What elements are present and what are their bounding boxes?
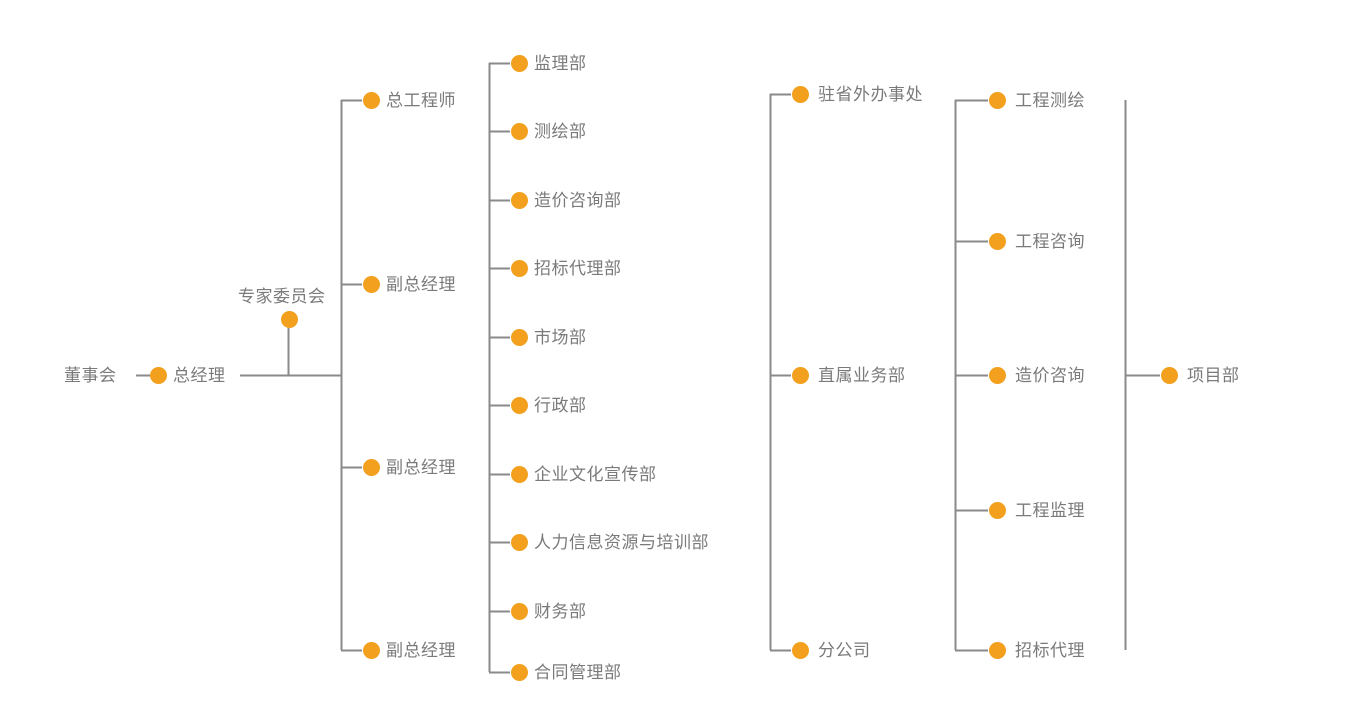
node-dot-department-7[interactable]: [511, 466, 528, 483]
node-label-service-4[interactable]: 工程监理: [1015, 501, 1085, 520]
node-dot-department-8[interactable]: [511, 534, 528, 551]
node-dot-department-5[interactable]: [511, 329, 528, 346]
node-dot-expert-committee[interactable]: [281, 311, 298, 328]
node-dot-service-2[interactable]: [989, 233, 1006, 250]
node-label-business-unit-3[interactable]: 分公司: [818, 641, 871, 660]
node-dot-business-unit-3[interactable]: [792, 642, 809, 659]
node-label-executive-1[interactable]: 总工程师: [386, 91, 456, 110]
node-dot-executive-2[interactable]: [363, 276, 380, 293]
node-dot-service-5[interactable]: [989, 642, 1006, 659]
node-label-department-7[interactable]: 企业文化宣传部: [534, 465, 657, 484]
node-dot-department-10[interactable]: [511, 664, 528, 681]
node-label-service-1[interactable]: 工程测绘: [1015, 91, 1085, 110]
node-label-department-8[interactable]: 人力信息资源与培训部: [534, 533, 709, 552]
node-dot-service-3[interactable]: [989, 367, 1006, 384]
node-dot-executive-4[interactable]: [363, 642, 380, 659]
node-label-board[interactable]: 董事会: [64, 366, 117, 385]
node-dot-executive-1[interactable]: [363, 92, 380, 109]
node-dot-project[interactable]: [1161, 367, 1178, 384]
node-label-executive-4[interactable]: 副总经理: [386, 641, 456, 660]
node-dot-service-1[interactable]: [989, 92, 1006, 109]
node-label-project[interactable]: 项目部: [1187, 366, 1240, 385]
node-dot-business-unit-2[interactable]: [792, 367, 809, 384]
node-label-department-9[interactable]: 财务部: [534, 602, 587, 621]
node-label-department-1[interactable]: 监理部: [534, 54, 587, 73]
node-dot-department-4[interactable]: [511, 260, 528, 277]
node-label-business-unit-1[interactable]: 驻省外办事处: [818, 85, 923, 104]
node-label-expert-committee[interactable]: 专家委员会: [238, 287, 326, 306]
node-dot-department-2[interactable]: [511, 123, 528, 140]
node-dot-department-3[interactable]: [511, 192, 528, 209]
node-label-department-5[interactable]: 市场部: [534, 328, 587, 347]
node-dot-department-6[interactable]: [511, 397, 528, 414]
node-label-service-5[interactable]: 招标代理: [1015, 641, 1085, 660]
node-dot-business-unit-1[interactable]: [792, 86, 809, 103]
node-dot-executive-3[interactable]: [363, 459, 380, 476]
node-dot-department-1[interactable]: [511, 55, 528, 72]
node-label-executive-3[interactable]: 副总经理: [386, 458, 456, 477]
node-label-department-2[interactable]: 测绘部: [534, 122, 587, 141]
node-dot-general-manager[interactable]: [150, 367, 167, 384]
node-label-department-4[interactable]: 招标代理部: [534, 259, 622, 278]
node-label-service-3[interactable]: 造价咨询: [1015, 366, 1085, 385]
node-label-department-10[interactable]: 合同管理部: [534, 663, 622, 682]
node-dot-department-9[interactable]: [511, 603, 528, 620]
node-label-general-manager[interactable]: 总经理: [173, 366, 226, 385]
node-dot-service-4[interactable]: [989, 502, 1006, 519]
node-label-executive-2[interactable]: 副总经理: [386, 275, 456, 294]
node-label-department-6[interactable]: 行政部: [534, 396, 587, 415]
node-label-business-unit-2[interactable]: 直属业务部: [818, 366, 906, 385]
node-label-service-2[interactable]: 工程咨询: [1015, 232, 1085, 251]
node-label-department-3[interactable]: 造价咨询部: [534, 191, 622, 210]
